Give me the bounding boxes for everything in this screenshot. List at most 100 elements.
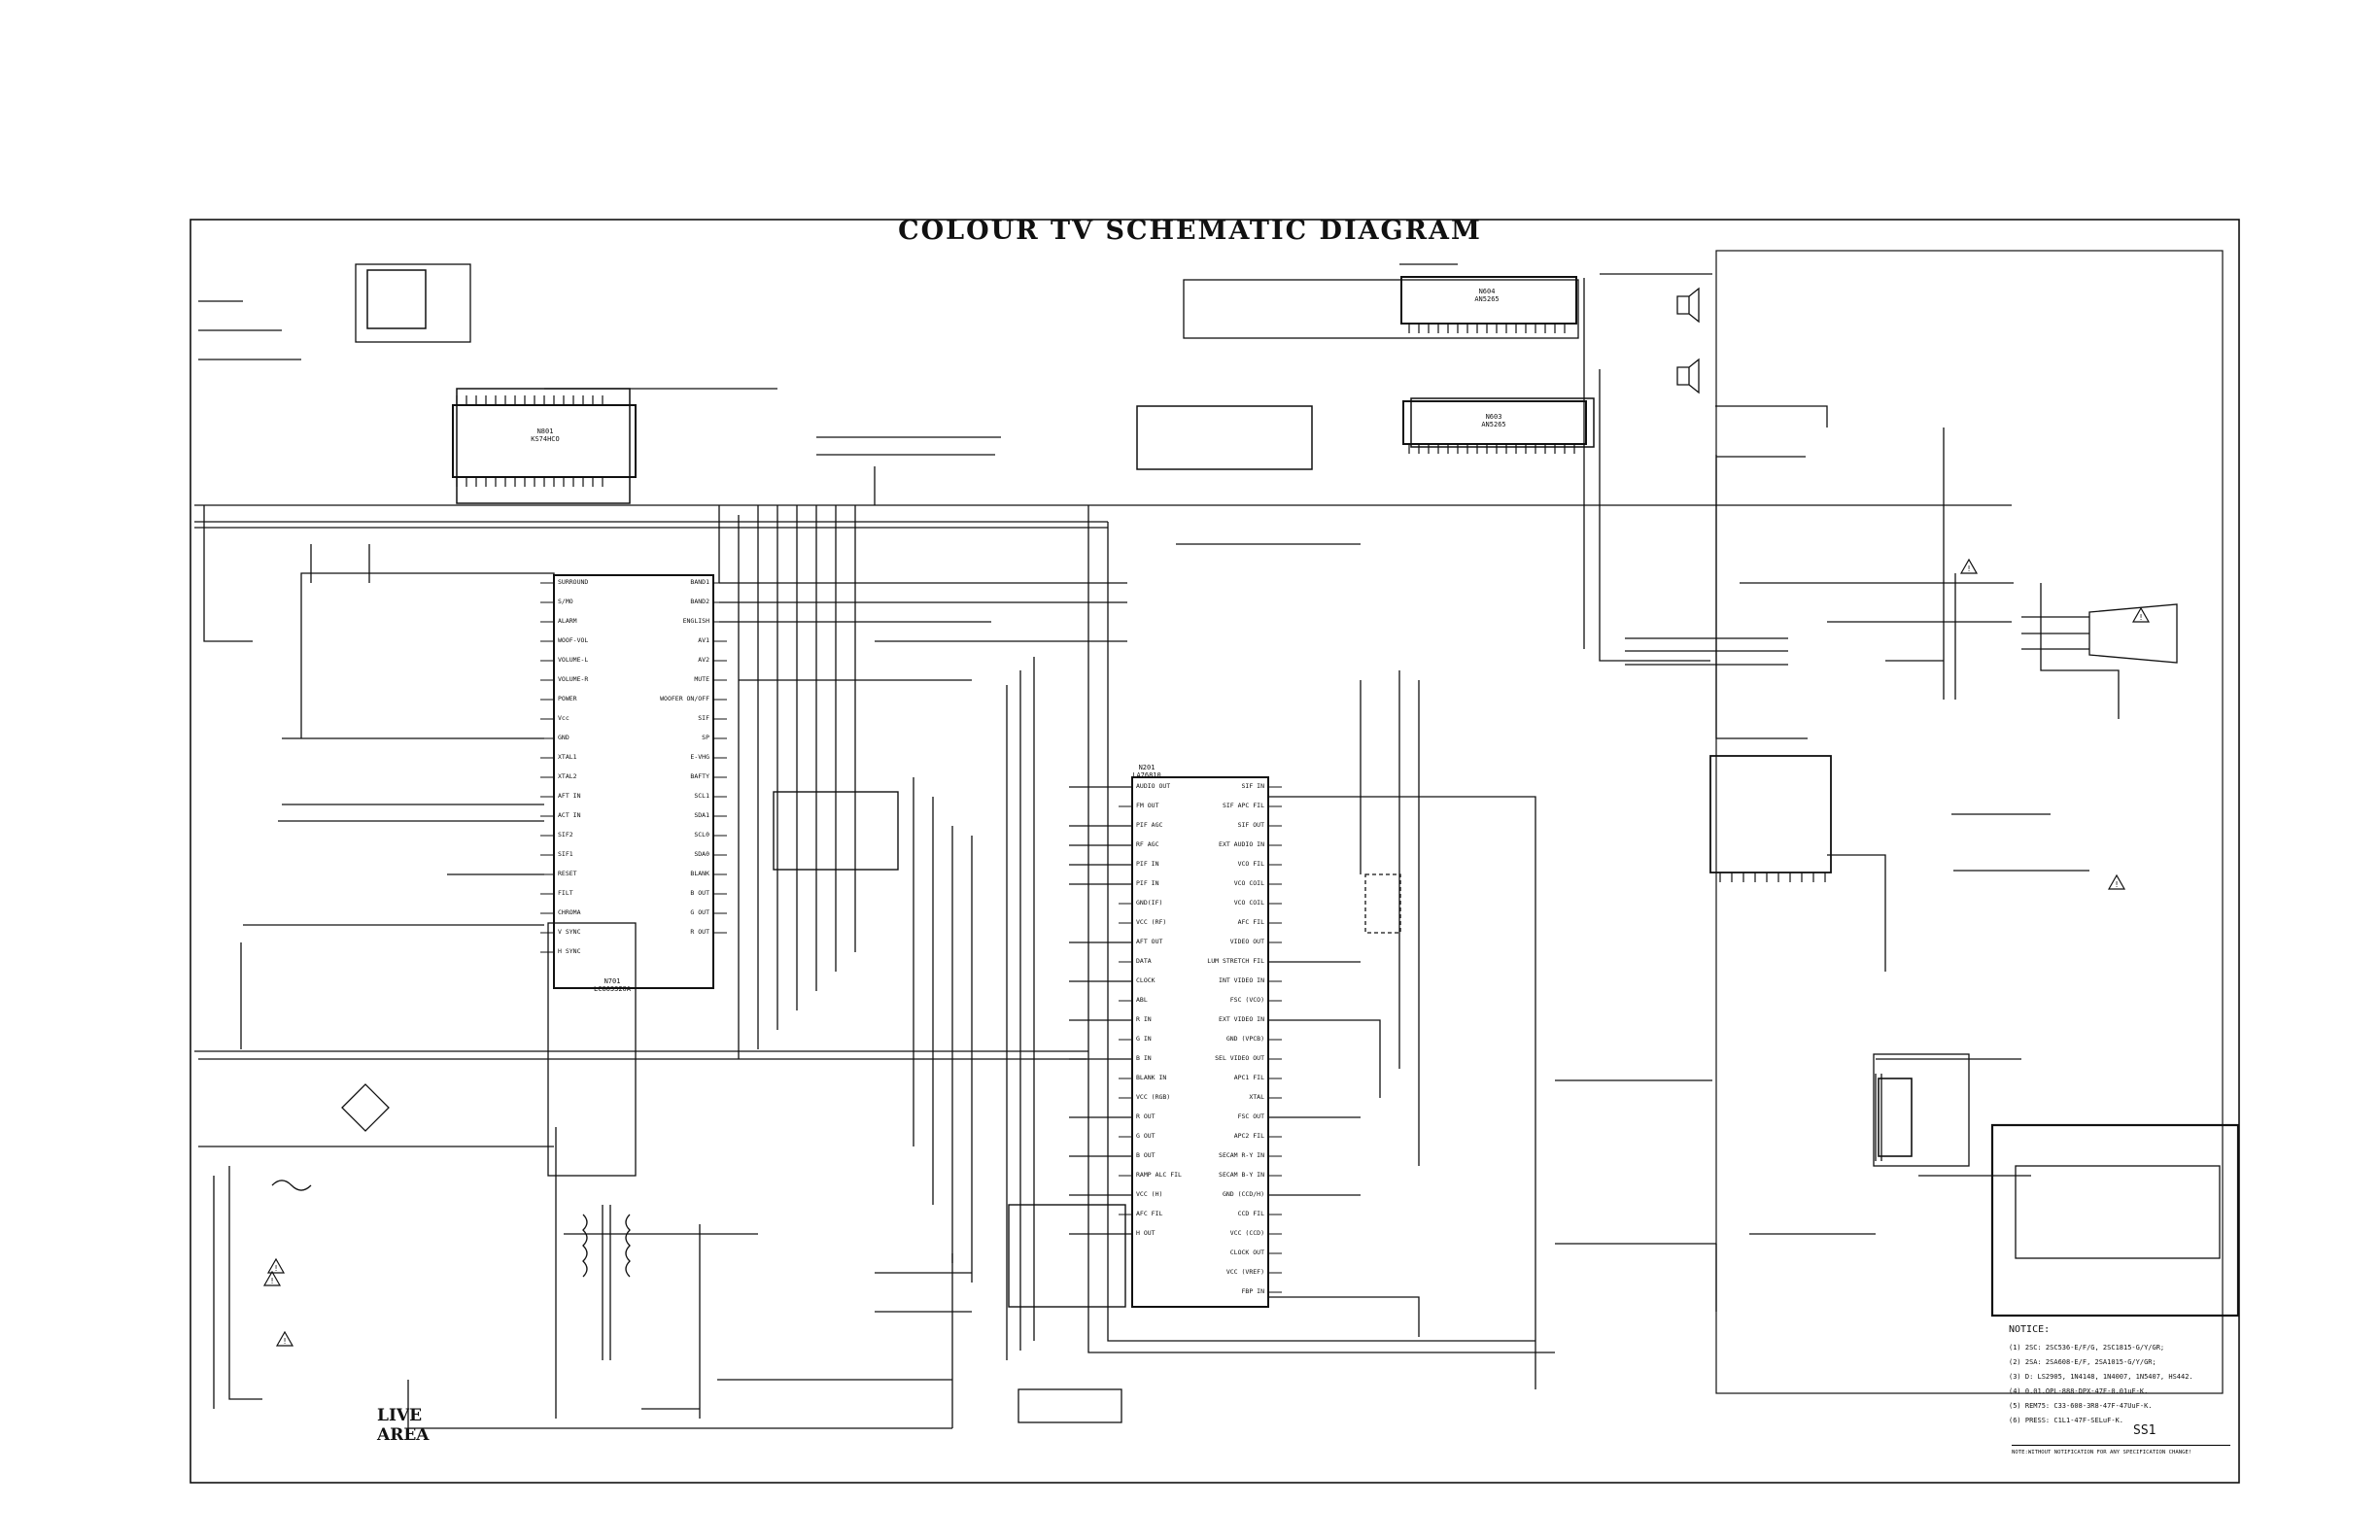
notice-item: (4) 0.01.OPL-888-DPX-47F-0.01uF-K. [2009,1387,2149,1395]
notice-block: NOTICE: (1) 2SC: 2SC536-E/F/G, 2SC1815-G… [2009,1322,2234,1428]
ic-pin-name: XTAL [1249,1093,1264,1101]
ic-pin-name: EXT VIDEO IN [1219,1015,1264,1023]
ic-pin-name: ABL [1136,996,1148,1004]
ic-pin-name: BAND1 [690,578,709,586]
svg-text:!: ! [2139,613,2144,622]
ic-pin-name: VCO COIL [1233,899,1264,907]
ic-pin-name: ENGLISH [682,617,709,625]
ic-pin-name: H SYNC [558,947,581,955]
ic-pin-name: S/MO [558,598,573,605]
ic-pin-name: RF AGC [1136,840,1159,848]
notice-item: (6) PRESS: C1L1-47F-SELuF-K. [2009,1417,2124,1424]
ic-pin-name: H OUT [1136,1229,1156,1237]
svg-text:!: ! [1967,565,1972,573]
ic-pin-name: AV2 [698,656,709,664]
ic-pin-name: VCO COIL [1233,879,1264,887]
ic-pin-name: CLOCK [1136,976,1156,984]
svg-text:!: ! [274,1264,279,1273]
ic-pin-name: G IN [1136,1035,1152,1043]
ic-pin-name: SDA1 [694,811,709,819]
ic-pin-name: GND (VPCB) [1225,1035,1264,1043]
ic-pin-name: VOLUME-R [558,675,589,683]
svg-text:!: ! [2115,880,2120,889]
ic-pin-name: PIF IN [1136,879,1159,887]
ic-pin-name: APC2 FIL [1233,1132,1264,1140]
ic-pin-name: CCD FIL [1237,1210,1264,1217]
ic-pin-name: FM OUT [1136,802,1159,809]
ic-pin-name: WOOF-VOL [558,636,589,644]
ic-pin-name: B OUT [1136,1151,1156,1159]
ic-pin-name: AV1 [698,636,709,644]
ic-pin-name: CLOCK OUT [1229,1249,1264,1256]
ic-pin-name: ACT IN [558,811,581,819]
ic-pin-name: VCC (RGB) [1136,1093,1171,1101]
notice-item: (2) 2SA: 2SA608-E/F, 2SA1015-G/Y/GR; [2009,1358,2156,1366]
spec-change-note: NOTE:WITHOUT NOTIFICATION FOR ANY SPECIF… [2012,1445,2230,1455]
page-title: COLOUR TV SCHEMATIC DIAGRAM [898,216,1482,246]
ic-pin-name: SIF IN [1241,782,1264,790]
ic-pin-name: VOLUME-L [558,656,589,664]
ic-pin-name: FSC (VCO) [1229,996,1264,1004]
ic-n201 [1131,776,1269,1308]
ic-n501 [1878,1078,1913,1157]
ic-pin-name: AFT OUT [1136,938,1163,945]
ic-pin-name: VCC (RF) [1136,918,1167,926]
svg-text:!: ! [270,1277,275,1285]
sheet-id: SS1 [2133,1423,2156,1438]
ic-pin-name: SECAM B-Y IN [1219,1171,1264,1179]
ic-pin-name: BLANK [690,870,709,877]
ic-pin-name: MUTE [694,675,709,683]
ic-n451 [1709,755,1832,873]
ic-pin-name: GND [558,734,569,741]
ic-pin-name: FBP IN [1241,1287,1264,1295]
notice-item: (1) 2SC: 2SC536-E/F/G, 2SC1815-G/Y/GR; [2009,1344,2165,1352]
ic-pin-name: VCO FIL [1237,860,1264,868]
ic-pin-name: Vcc [558,714,569,722]
ic-pin-name: LUM STRETCH FIL [1207,957,1264,965]
ic-pin-name: AUDIO OUT [1136,782,1171,790]
ic-pin-name: SIF2 [558,831,573,838]
ic-pin-name: SURROUND [558,578,589,586]
ic-pin-name: SECAM R-Y IN [1219,1151,1264,1159]
ic-pin-name: BLANK IN [1136,1074,1167,1081]
ic-pin-name: B IN [1136,1054,1152,1062]
ic-pin-name: SCL1 [694,792,709,800]
ic-n701 [553,574,714,989]
ic-n603 [1402,400,1587,445]
ic-pin-name: SIF APC FIL [1222,802,1264,809]
notice-heading: NOTICE: [2009,1324,2051,1335]
ic-pin-name: RESET [558,870,577,877]
ic-pin-name: SCL0 [694,831,709,838]
ic-pin-name: VCC (CCD) [1229,1229,1264,1237]
ic-pin-name: POWER [558,695,577,702]
ic-pin-name: VIDEO OUT [1229,938,1264,945]
ic-pin-name: RAMP ALC FIL [1136,1171,1182,1179]
ic-pin-name: GND (CCD/H) [1222,1190,1264,1198]
ic-pin-name: GND(IF) [1136,899,1163,907]
ic-pin-name: SIF1 [558,850,573,858]
ic-pin-name: WOOFER ON/OFF [660,695,709,702]
ic-pin-name: FILT [558,889,573,897]
ic-pin-name: FSC OUT [1237,1112,1264,1120]
ic-n604 [1400,276,1577,325]
ic-pin-name: VCC (VREF) [1225,1268,1264,1276]
notice-item: (3) D: LS2905, 1N4148, 1N4007, 1N5407, H… [2009,1373,2193,1381]
ic-pin-name: EXT AUDIO IN [1219,840,1264,848]
ic-pin-name: SEL VIDEO OUT [1215,1054,1264,1062]
ic-pin-name: G OUT [690,908,709,916]
svg-text:!: ! [283,1337,288,1346]
ic-pin-name: ALARM [558,617,577,625]
live-area-label: LIVE AREA [377,1406,430,1445]
ic-pin-name: DATA [1136,957,1152,965]
ic-pin-name: SIF [698,714,709,722]
ic-pin-name: INT VIDEO IN [1219,976,1264,984]
ic-pin-name: APC1 FIL [1233,1074,1264,1081]
ic-pin-name: BAFTY [690,772,709,780]
ic-pin-name: AFC FIL [1237,918,1264,926]
ic-pin-name: G OUT [1136,1132,1156,1140]
ic-pin-name: XTAL2 [558,772,577,780]
ic-pin-name: VCC (H) [1136,1190,1163,1198]
